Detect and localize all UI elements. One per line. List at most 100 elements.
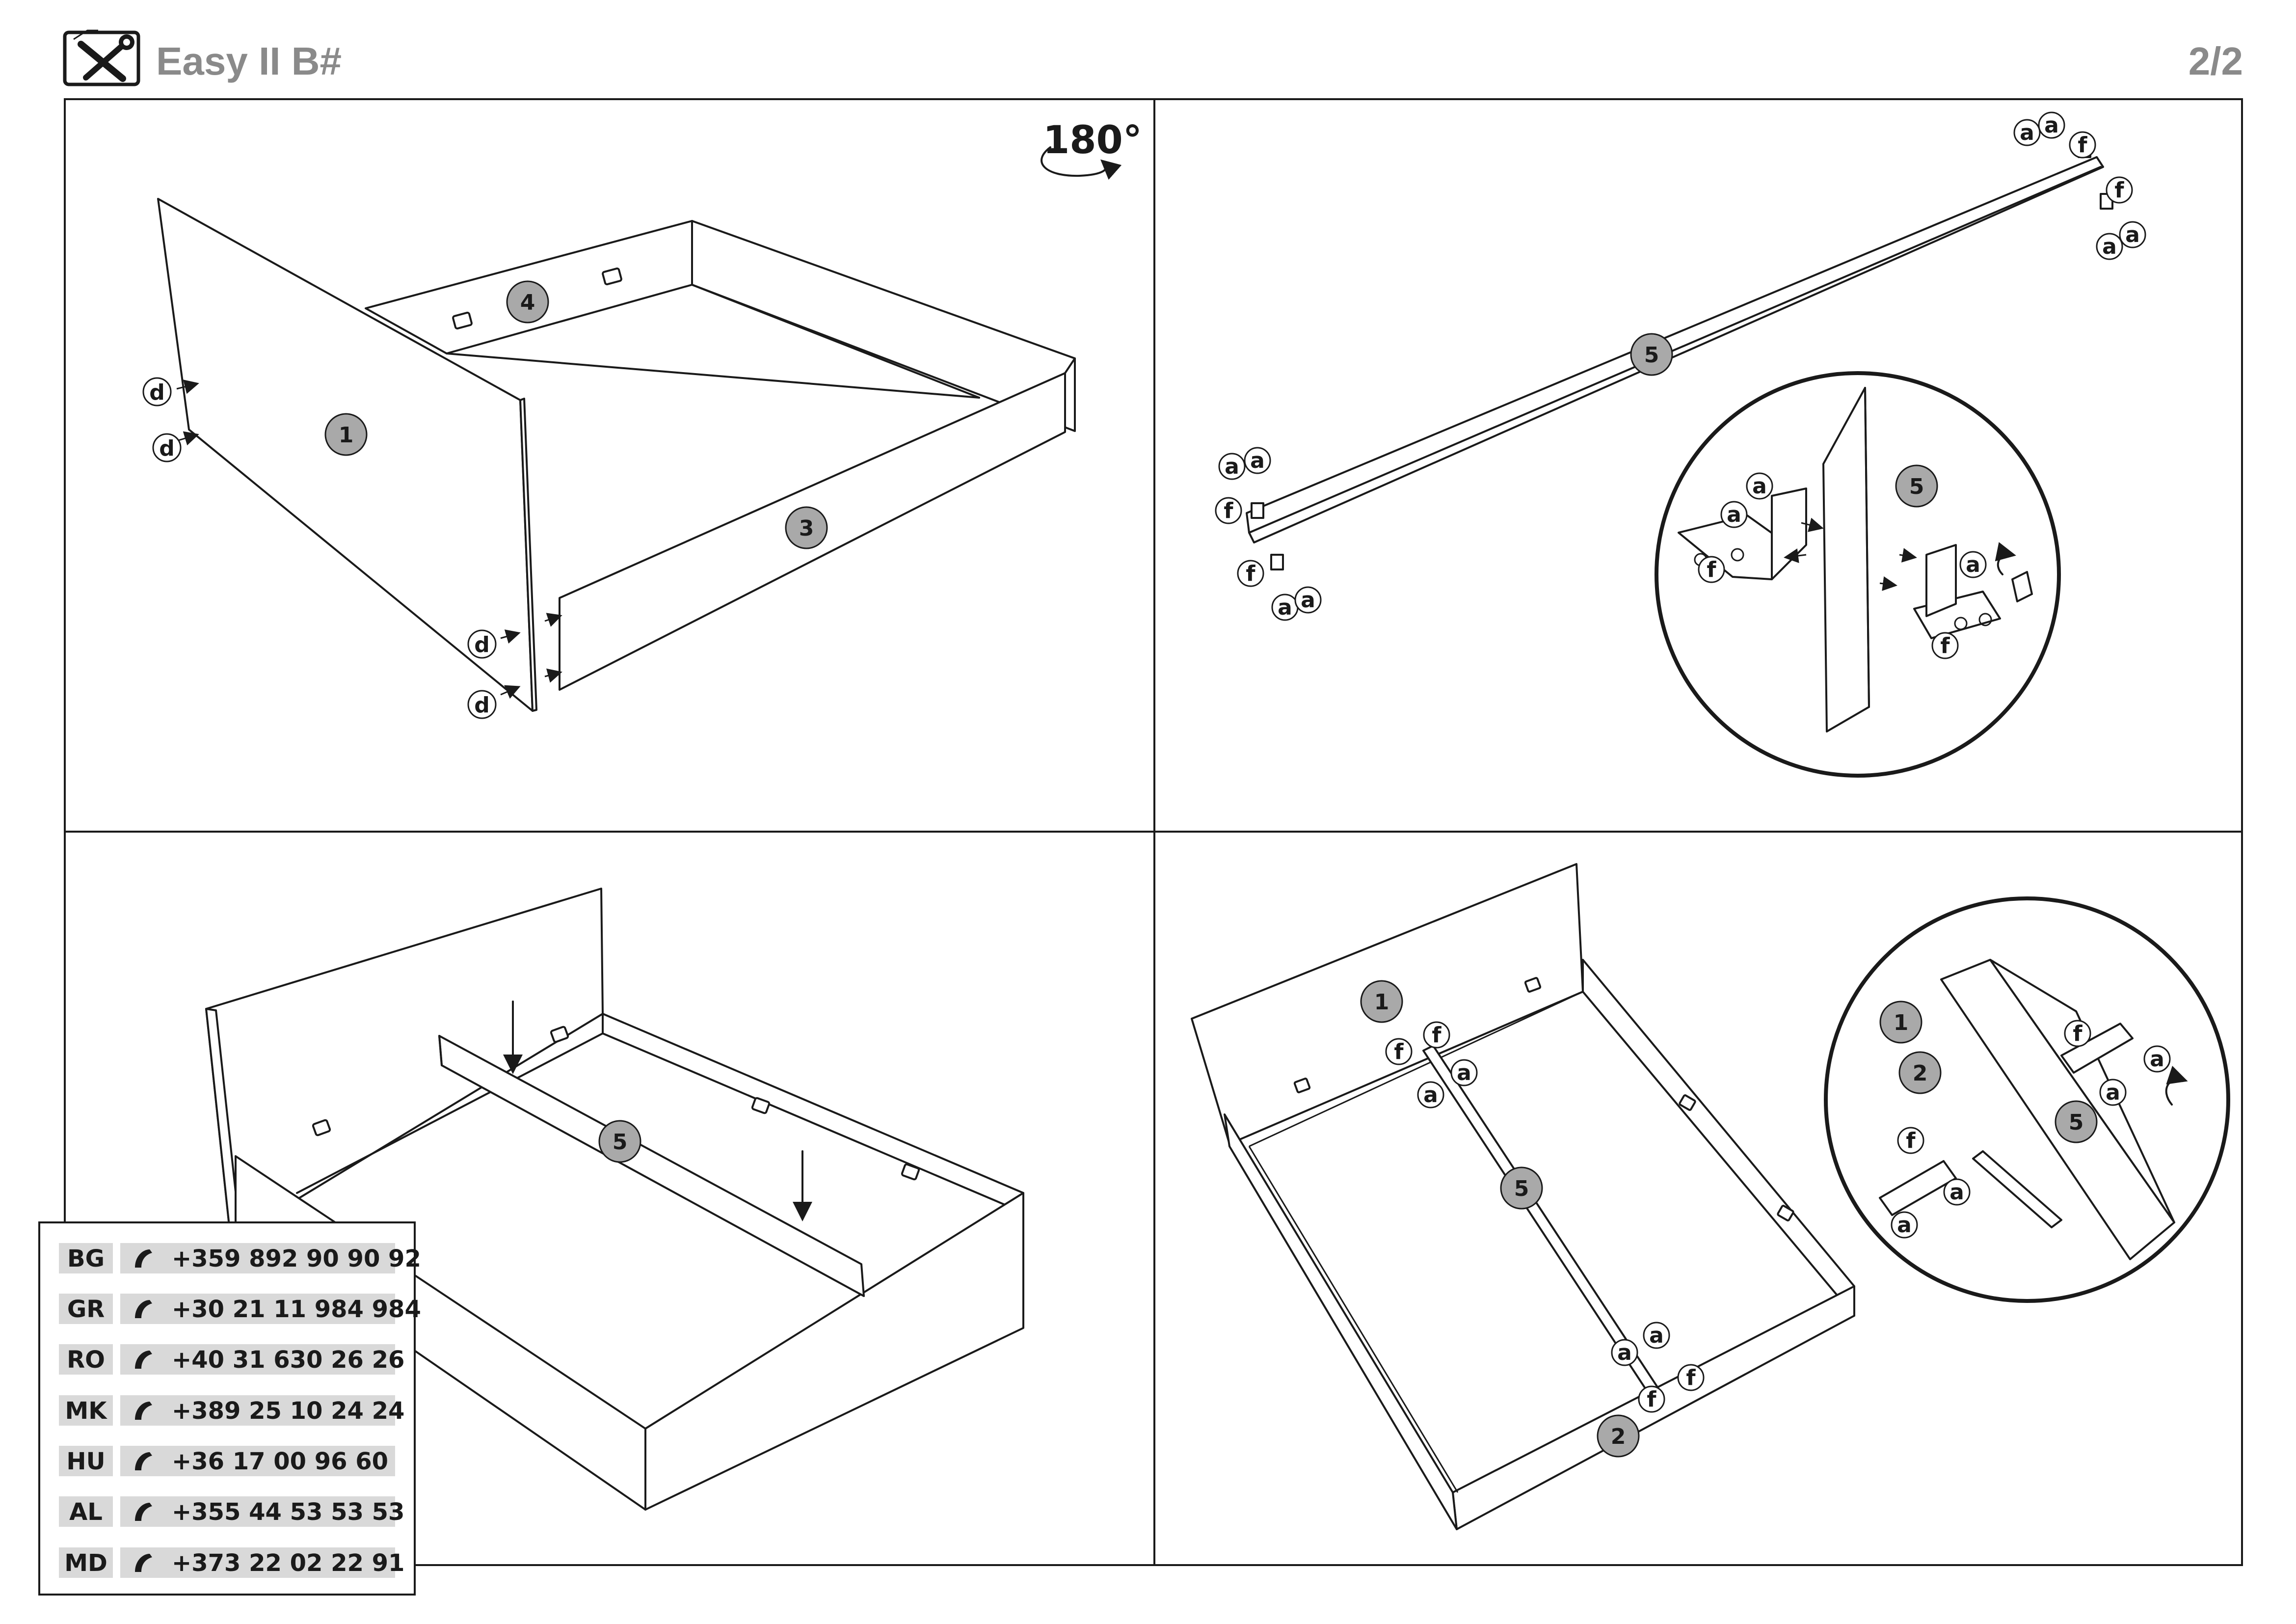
svg-text:a: a <box>1897 1213 1912 1238</box>
phone-number[interactable]: +30 21 11 984 984 <box>172 1296 421 1323</box>
contact-row: HU +36 17 00 96 60 <box>59 1446 395 1476</box>
country-code: GR <box>67 1296 105 1323</box>
fastener-label-f: f <box>1423 1021 1450 1049</box>
fastener-label-a: a <box>1943 1178 1971 1206</box>
phone-number[interactable]: +355 44 53 53 53 <box>172 1498 404 1526</box>
phone-icon <box>135 1249 152 1268</box>
svg-text:1: 1 <box>339 423 354 448</box>
svg-text:a: a <box>2125 222 2140 247</box>
svg-text:f: f <box>1432 1023 1442 1048</box>
step-1-panel: 180° d d d d <box>142 118 1142 719</box>
svg-text:5: 5 <box>1514 1176 1529 1201</box>
fastener-label-a: a <box>1294 586 1322 614</box>
part-badge-1: 1 <box>324 413 368 456</box>
fastener-label-d: d <box>467 629 497 659</box>
fastener-label-a: a <box>1450 1059 1478 1086</box>
phone-number[interactable]: +389 25 10 24 24 <box>172 1397 404 1425</box>
svg-text:a: a <box>1752 474 1767 499</box>
fastener-label-f: f <box>2064 1020 2091 1047</box>
contact-row: AL +355 44 53 53 53 <box>59 1496 404 1527</box>
phone-number[interactable]: +40 31 630 26 26 <box>172 1346 404 1374</box>
step-2-panel: 5 a a f f a a a a f f a a <box>1215 111 2146 778</box>
fastener-label-a: a <box>1218 453 1246 480</box>
country-code: RO <box>67 1346 105 1374</box>
svg-text:f: f <box>1394 1039 1404 1064</box>
svg-text:f: f <box>1246 561 1255 586</box>
part-badge-5: 5 <box>1500 1166 1543 1210</box>
part-badge-5: 5 <box>1895 464 1938 508</box>
svg-text:d: d <box>149 380 165 405</box>
contact-row: MK +389 25 10 24 24 <box>59 1395 404 1426</box>
svg-text:f: f <box>2073 1021 2082 1046</box>
fastener-label-a: a <box>1611 1339 1638 1366</box>
fastener-label-f: f <box>1638 1385 1665 1413</box>
svg-text:f: f <box>1647 1387 1656 1412</box>
fastener-label-a: a <box>1959 551 1987 578</box>
country-code: MK <box>65 1397 108 1425</box>
svg-text:1: 1 <box>1374 990 1389 1015</box>
part-badge-2: 2 <box>1597 1414 1640 1458</box>
svg-text:5: 5 <box>1644 343 1659 368</box>
svg-text:a: a <box>1966 552 1980 577</box>
step-2-detail-zoom: 5 a a f a f <box>1655 371 2061 778</box>
svg-text:5: 5 <box>1909 474 1924 499</box>
svg-text:a: a <box>1617 1340 1632 1365</box>
country-code: BG <box>67 1245 105 1272</box>
fastener-label-a: a <box>1643 1322 1670 1349</box>
fastener-label-a: a <box>2119 221 2146 248</box>
svg-text:f: f <box>1906 1128 1916 1153</box>
svg-text:3: 3 <box>799 516 814 541</box>
step-4-panel: 1 5 2 f f a a a a f f 1 2 <box>1191 863 2230 1530</box>
fastener-label-a: a <box>2143 1045 2171 1073</box>
phone-icon <box>135 1402 152 1420</box>
fastener-label-a: a <box>2013 119 2041 146</box>
page-number: 2/2 <box>2189 39 2243 83</box>
fastener-label-a: a <box>1417 1081 1444 1109</box>
step-4-detail-zoom: 1 2 5 f a a f a a <box>1824 896 2230 1303</box>
svg-text:f: f <box>1940 633 1950 658</box>
phone-number[interactable]: +36 17 00 96 60 <box>172 1448 388 1475</box>
fastener-label-a: a <box>1244 447 1271 474</box>
fastener-label-a: a <box>1746 472 1773 500</box>
svg-text:a: a <box>2102 234 2117 259</box>
fastener-label-d: d <box>467 690 497 719</box>
svg-text:a: a <box>1278 595 1292 620</box>
phone-icon <box>135 1452 152 1470</box>
svg-text:a: a <box>1949 1180 1964 1205</box>
fastener-label-f: f <box>1698 556 1725 583</box>
svg-text:d: d <box>474 693 490 718</box>
phone-icon <box>135 1554 152 1572</box>
fastener-label-d: d <box>142 377 172 406</box>
contact-row: BG +359 892 90 90 92 <box>59 1243 421 1273</box>
svg-text:a: a <box>2106 1080 2120 1105</box>
panel-grid <box>64 98 2243 1566</box>
svg-text:a: a <box>1727 502 1741 527</box>
fastener-label-a: a <box>1720 501 1748 528</box>
svg-text:a: a <box>2020 120 2034 145</box>
svg-text:d: d <box>474 632 490 657</box>
phone-number[interactable]: +373 22 02 22 91 <box>172 1549 404 1577</box>
part-badge-5: 5 <box>1630 333 1673 376</box>
phone-icon <box>135 1503 152 1521</box>
svg-text:1: 1 <box>1894 1010 1909 1035</box>
part-badge-5: 5 <box>2055 1100 2098 1143</box>
phone-number[interactable]: +359 892 90 90 92 <box>172 1245 421 1272</box>
part-badge-4: 4 <box>506 280 549 324</box>
fastener-label-a: a <box>2096 233 2123 260</box>
contact-row: GR +30 21 11 984 984 <box>59 1294 421 1324</box>
part-badge-5: 5 <box>598 1120 641 1163</box>
svg-text:a: a <box>1250 448 1265 473</box>
svg-text:5: 5 <box>2069 1110 2084 1135</box>
svg-text:d: d <box>159 436 175 461</box>
fastener-label-f: f <box>2106 176 2133 204</box>
svg-text:4: 4 <box>520 290 535 315</box>
fastener-label-f: f <box>1215 497 1242 524</box>
svg-text:f: f <box>1224 498 1233 523</box>
tools-icon <box>63 29 140 86</box>
fastener-label-a: a <box>1891 1211 1918 1239</box>
svg-text:2: 2 <box>1913 1061 1928 1086</box>
fastener-label-f: f <box>1677 1364 1705 1391</box>
fastener-label-f: f <box>1237 560 1264 587</box>
fastener-label-a: a <box>2099 1079 2127 1106</box>
